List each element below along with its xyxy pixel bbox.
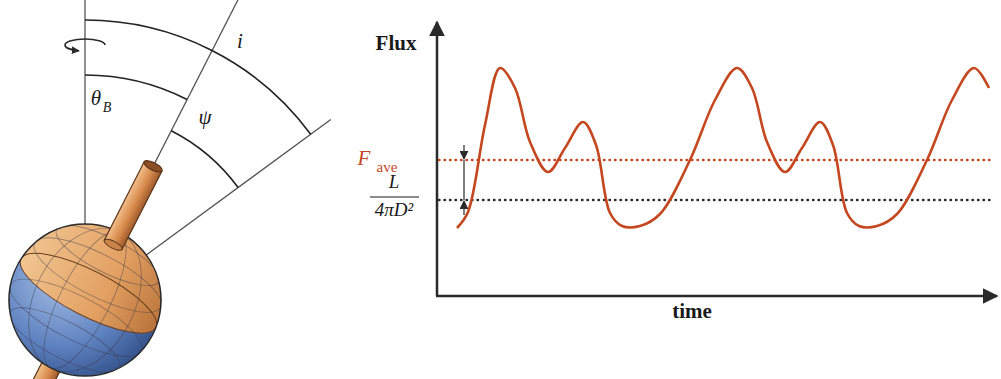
angle-arc: [85, 20, 311, 134]
latitude-line: [25, 224, 170, 326]
light-curve-chart: [370, 22, 997, 296]
polar-cap: [0, 191, 194, 379]
cylinder-base: [103, 237, 124, 252]
star-illustration: [0, 0, 331, 379]
cylinder: [104, 162, 162, 249]
difference-arrow: [463, 145, 464, 159]
sphere-outline: [9, 224, 161, 376]
cylinder-top: [142, 158, 163, 174]
fraction-bar: [370, 196, 419, 197]
fraction-numerator: L: [389, 172, 400, 193]
x-axis: [436, 295, 997, 298]
axis-title: Flux: [376, 32, 417, 55]
light-curve: [457, 68, 989, 228]
fraction-denominator: 4πD²: [375, 200, 413, 221]
difference-bar: [463, 160, 464, 200]
star-sphere: [0, 191, 194, 379]
angle-arc: [171, 131, 238, 188]
latitude-line: [1, 265, 152, 371]
angle-symbol: ψ: [198, 106, 211, 129]
difference-arrow: [463, 201, 464, 215]
longitude-line: [6, 210, 164, 379]
angle-subscript: B: [103, 100, 112, 115]
rotation-arrow: [65, 39, 105, 51]
flux-symbol: F: [358, 147, 371, 170]
angle-symbol: i: [237, 30, 243, 53]
angle-symbol: θ: [91, 87, 101, 110]
magnetic-frame: [103, 158, 164, 252]
axis-title: time: [672, 300, 712, 323]
y-axis: [436, 22, 439, 296]
average-flux-line: [439, 159, 990, 161]
